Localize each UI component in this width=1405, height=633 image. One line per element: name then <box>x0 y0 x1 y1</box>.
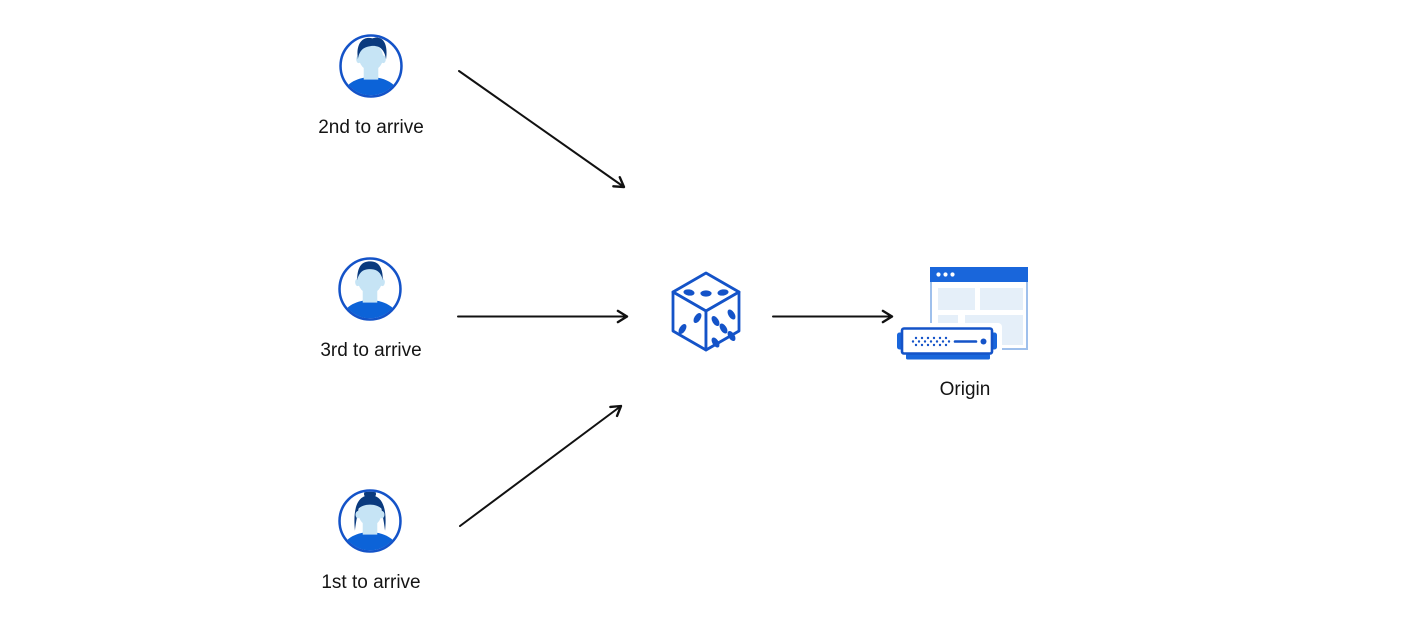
user-woman-avatar-icon <box>338 489 402 553</box>
node-randomizer <box>670 271 742 353</box>
origin-server-icon <box>896 267 1028 360</box>
node-label-origin: Origin <box>939 379 991 400</box>
dice-icon <box>671 271 741 352</box>
node-origin: Origin <box>892 262 1028 400</box>
node-label-third: 3rd to arrive <box>320 340 422 361</box>
node-label-first: 1st to arrive <box>321 572 421 593</box>
user-man-avatar-icon <box>338 257 402 321</box>
user-man-quiff-avatar-icon <box>339 34 403 98</box>
node-visitor-first: 1st to arrive <box>321 488 421 593</box>
arrow-second-to-dice <box>458 70 626 189</box>
node-label-second: 2nd to arrive <box>318 117 424 138</box>
node-visitor-third: 3rd to arrive <box>320 256 422 361</box>
arrow-first-to-dice <box>459 404 623 527</box>
node-visitor-second: 2nd to arrive <box>318 33 424 138</box>
